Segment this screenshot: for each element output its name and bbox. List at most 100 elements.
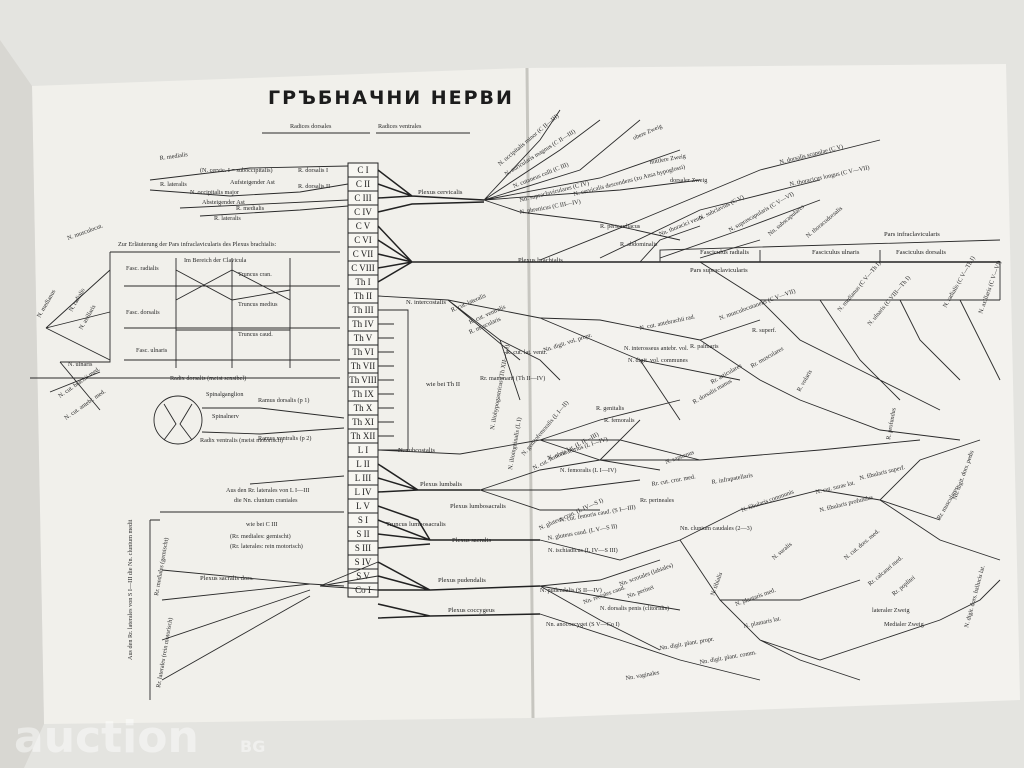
dorsal-roots-header: Radices dorsales [290, 123, 332, 130]
note-r-lateralis: R. lateralis [214, 215, 241, 222]
segment-label: C III [354, 193, 371, 203]
segment-label: Th XII [351, 431, 376, 441]
page-gutter [525, 67, 535, 719]
segment-column: C I C II C III C IV C V C VI C VII C VIII Th I Th… [347, 162, 379, 598]
lbl-digit-vol: N. digit. vol. communes [628, 357, 688, 364]
note-radix-ventr: Radix ventralis (meist motorisch) [200, 437, 283, 444]
note-absteig: Absteigender Ast [202, 199, 245, 206]
segment-label: C II [356, 179, 370, 189]
lbl-dorsaler: dorsaler Zweig [670, 177, 707, 184]
note-radix-dors: Radix dorsalis (meist sensibel) [170, 375, 246, 382]
note-dorsalis1: R. dorsalis I [298, 167, 328, 174]
lbl-lateraler: lateraler Zweig [872, 607, 910, 614]
lbl-genitalis: R. genitalis [596, 405, 625, 412]
note-fasc-rad: Fasc. radialis [126, 265, 159, 272]
lbl-femoralis: N. femoralis (L I—IV) [560, 467, 616, 474]
segment-label: L II [356, 459, 369, 469]
lbl-fasc-dorsalis: Fasciculus dorsalis [896, 249, 946, 256]
lbl-anococc: Nn. anococcygei (S V—Co I) [546, 621, 620, 628]
note-occip: N. occipitalis major [190, 189, 239, 196]
watermark: auction BG [14, 712, 265, 763]
segment-label: Th V [354, 333, 373, 343]
segment-label: Th IV [352, 319, 374, 329]
note-spinalnerv: Spinalnerv [212, 413, 240, 420]
lbl-pudendalis: N. pudendalis (S II—IV) [540, 587, 602, 594]
lbl-abdominalis: R. abdominalis [620, 241, 658, 248]
label-plexus-cervicalis: Plexus cervicalis [418, 189, 463, 196]
label-plexus-coccygeus: Plexus coccygeus [448, 607, 495, 614]
book-edge [0, 40, 44, 768]
left-page [32, 68, 532, 724]
note-rr-lat: (Rr. laterales: rein motorisch) [230, 543, 303, 550]
note-tr-cran: Truncus cran. [238, 271, 272, 278]
segment-label: L III [355, 473, 371, 483]
label-truncus-lumbosacralis: Truncus lumbosacralis [386, 521, 446, 528]
segment-label: Th IX [352, 389, 374, 399]
ventral-roots-header: Radices ventrales [378, 123, 422, 130]
segment-label: Th VII [351, 361, 376, 371]
segment-label: C I [357, 165, 368, 175]
segment-label: Th VIII [349, 375, 377, 385]
lbl-cut-lat-ventr: R. cut. lat. ventr. [506, 349, 548, 356]
lbl-fasc-ulnaris: Fasciculus ulnaris [812, 249, 860, 256]
segment-label: Th X [354, 403, 373, 413]
segment-label: Th VI [352, 347, 374, 357]
left-lines [30, 165, 349, 700]
note-cerv1: (N. cervic. I = suboccipitalis) [200, 167, 273, 174]
lbl-perineales: Rr. perineales [640, 497, 675, 504]
note-fasc-uln: Fasc. ulnaris [136, 347, 168, 354]
note-dorsalis2: R. dorsalis II [298, 183, 330, 190]
segment-label: C IV [354, 207, 372, 217]
label-n-intercostalis: N. intercostalis [406, 299, 446, 306]
note-bereich: Im Bereich der Clavicula [184, 257, 247, 264]
note-tr-caud: Truncus caud. [238, 331, 273, 338]
note-ulnaris: N. ulnaris [68, 361, 93, 368]
lbl-mammarii: Rr. mammarii (Th II—IV) [480, 375, 545, 382]
note-ramus-ventr: Ramus ventralis (p 2) [258, 435, 311, 442]
note-nn-clun: die Nn. clunium craniales [234, 497, 298, 504]
segment-label: C VII [353, 249, 374, 259]
segment-label: C V [356, 221, 371, 231]
note-fasc-dors: Fasc. dorsalis [126, 309, 160, 316]
note-aus-den-s: Aus den Rr. laterales von S I—III die Nn… [127, 519, 134, 660]
lbl-pericardiacus: R. pericardiacus [600, 223, 641, 230]
lbl-femoralis-r: R. femoralis [604, 417, 635, 424]
label-plexus-lumbalis: Plexus lumbalis [420, 481, 462, 488]
note-aufsteig: Aufsteigender Ast [230, 179, 275, 186]
segment-label: S IV [355, 557, 372, 567]
lbl-pars-infra: Pars infraclavicularis [884, 231, 940, 238]
note-ramus-dors: Ramus dorsalis (p 1) [258, 397, 309, 404]
lbl-pars-supra: Pars supraclavicularis [690, 267, 748, 274]
watermark-text: auction [14, 712, 199, 763]
label-plexus-lumbosacralis: Plexus lumbosacralis [450, 503, 506, 510]
lbl-dors-penis: N. dorsalis penis (clitoridis) [600, 605, 669, 612]
lbl-ischiad: N. ischiadicus (L IV—S III) [548, 547, 618, 554]
page-title: ГРЪБНАЧНИ НЕРВИ [268, 87, 514, 109]
segment-label: L V [356, 501, 370, 511]
lbl-fasc-radialis: Fasciculus radialis [700, 249, 749, 256]
label-plexus-brachialis: Plexus brachialis [518, 257, 563, 264]
segment-label: S II [356, 529, 369, 539]
watermark-suffix: BG [240, 737, 265, 756]
note-tr-med: Truncus medius [238, 301, 278, 308]
segment-label: Th I [355, 277, 370, 287]
lbl-superf: R. superf. [752, 327, 777, 334]
segment-label: Co I [355, 585, 371, 595]
segment-label: Th III [352, 305, 373, 315]
segment-label: C VIII [351, 263, 375, 273]
segment-label: S III [355, 543, 371, 553]
segment-label: Th XI [352, 417, 374, 427]
label-plexus-pudendalis: Plexus pudendalis [438, 577, 486, 584]
segment-label: Th II [354, 291, 372, 301]
segment-label: L I [358, 445, 368, 455]
segment-label: S I [358, 515, 368, 525]
segment-label: C VI [354, 235, 372, 245]
note-aus-den: Aus den Rr. laterales von L I—III [226, 487, 309, 494]
note-erlaeuterung: Zur Erläuterung der Pars infraclavicular… [118, 241, 277, 248]
right-lines [447, 109, 1001, 681]
note-spinalganglion: Spinalganglion [206, 391, 243, 398]
segment-label: L IV [355, 487, 372, 497]
lbl-interosseus: N. interosseus antebr. vol. [624, 345, 689, 352]
